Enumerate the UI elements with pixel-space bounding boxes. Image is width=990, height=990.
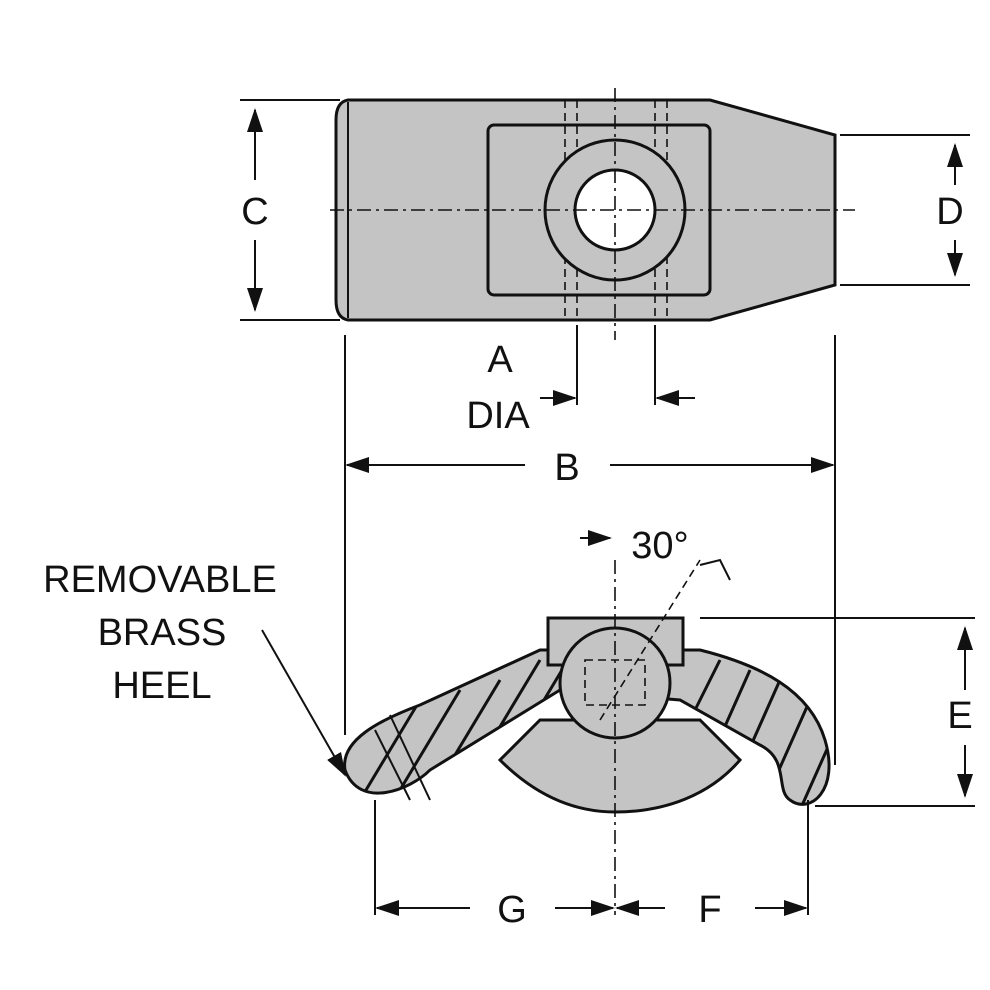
brass-heel-outline — [374, 714, 431, 801]
dim-d-label: D — [936, 191, 963, 233]
heel-label-line3: HEEL — [112, 665, 211, 707]
angle-label: 30° — [631, 525, 688, 567]
dim-b-label: B — [554, 447, 579, 489]
dim-a-label: A — [487, 339, 513, 381]
dim-g-label: G — [497, 889, 527, 931]
dim-e-label: E — [947, 695, 972, 737]
heel-label-line2: BRASS — [98, 612, 227, 654]
clamp-arm — [343, 648, 831, 806]
lower-bulge — [497, 718, 743, 814]
dim-c-label: C — [241, 191, 268, 233]
dim-f-label: F — [698, 889, 721, 931]
dim-dia-label: DIA — [466, 395, 530, 437]
heel-label-line1: REMOVABLE — [43, 559, 277, 601]
top-view — [330, 88, 855, 340]
side-view — [343, 559, 831, 915]
heel-leader — [261, 629, 346, 777]
